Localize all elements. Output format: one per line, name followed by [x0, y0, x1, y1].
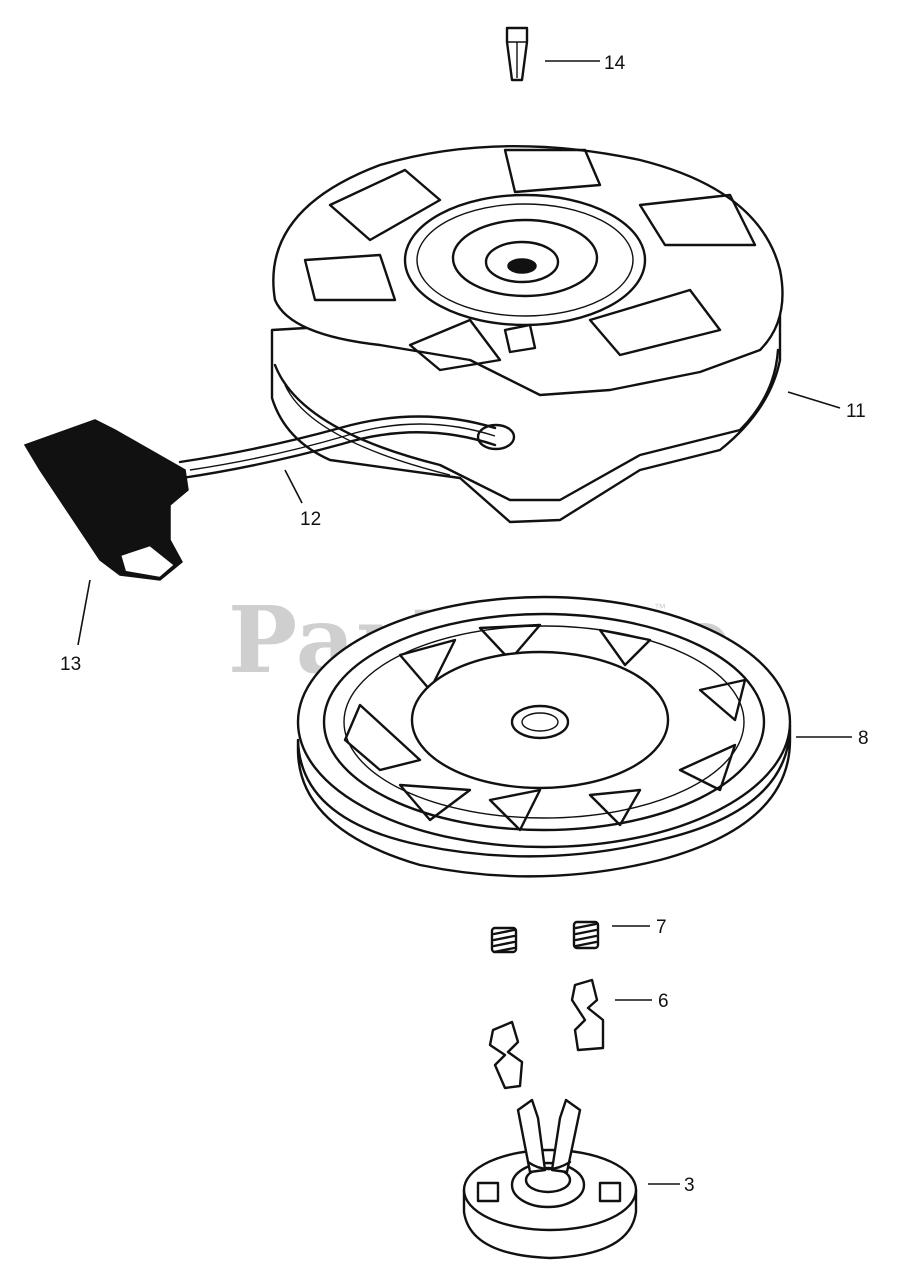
callout-7: 7	[612, 917, 667, 938]
callout-label-8: 8	[858, 728, 869, 749]
callout-11: 11	[787, 391, 866, 422]
callout-3: 3	[648, 1175, 695, 1196]
callout-label-3: 3	[684, 1175, 695, 1196]
part-8-pulley	[296, 595, 792, 878]
part-13-starter-handle	[23, 419, 189, 581]
spring-left	[490, 926, 518, 954]
callout-label-13: 13	[60, 654, 81, 675]
callout-label-14: 14	[604, 53, 626, 74]
callout-12: 12	[284, 469, 321, 530]
part-12-starter-rope	[178, 415, 497, 480]
part-14-pin	[505, 26, 529, 82]
callout-8: 8	[796, 728, 869, 749]
callout-14: 14	[545, 53, 626, 74]
callout-label-11: 11	[846, 401, 866, 422]
callout-label-6: 6	[658, 991, 669, 1012]
callout-label-7: 7	[656, 917, 667, 938]
part-3-retainer	[462, 1098, 638, 1260]
callouts: 14 11 12 13 8 7 6 3	[60, 53, 869, 1196]
part-6-pawls	[488, 978, 605, 1090]
spring-right	[572, 920, 600, 950]
callout-label-12: 12	[300, 509, 321, 530]
callout-6: 6	[615, 991, 669, 1012]
callout-13: 13	[60, 579, 91, 675]
part-7-springs	[490, 920, 600, 954]
part-11-starter-housing	[270, 144, 784, 524]
